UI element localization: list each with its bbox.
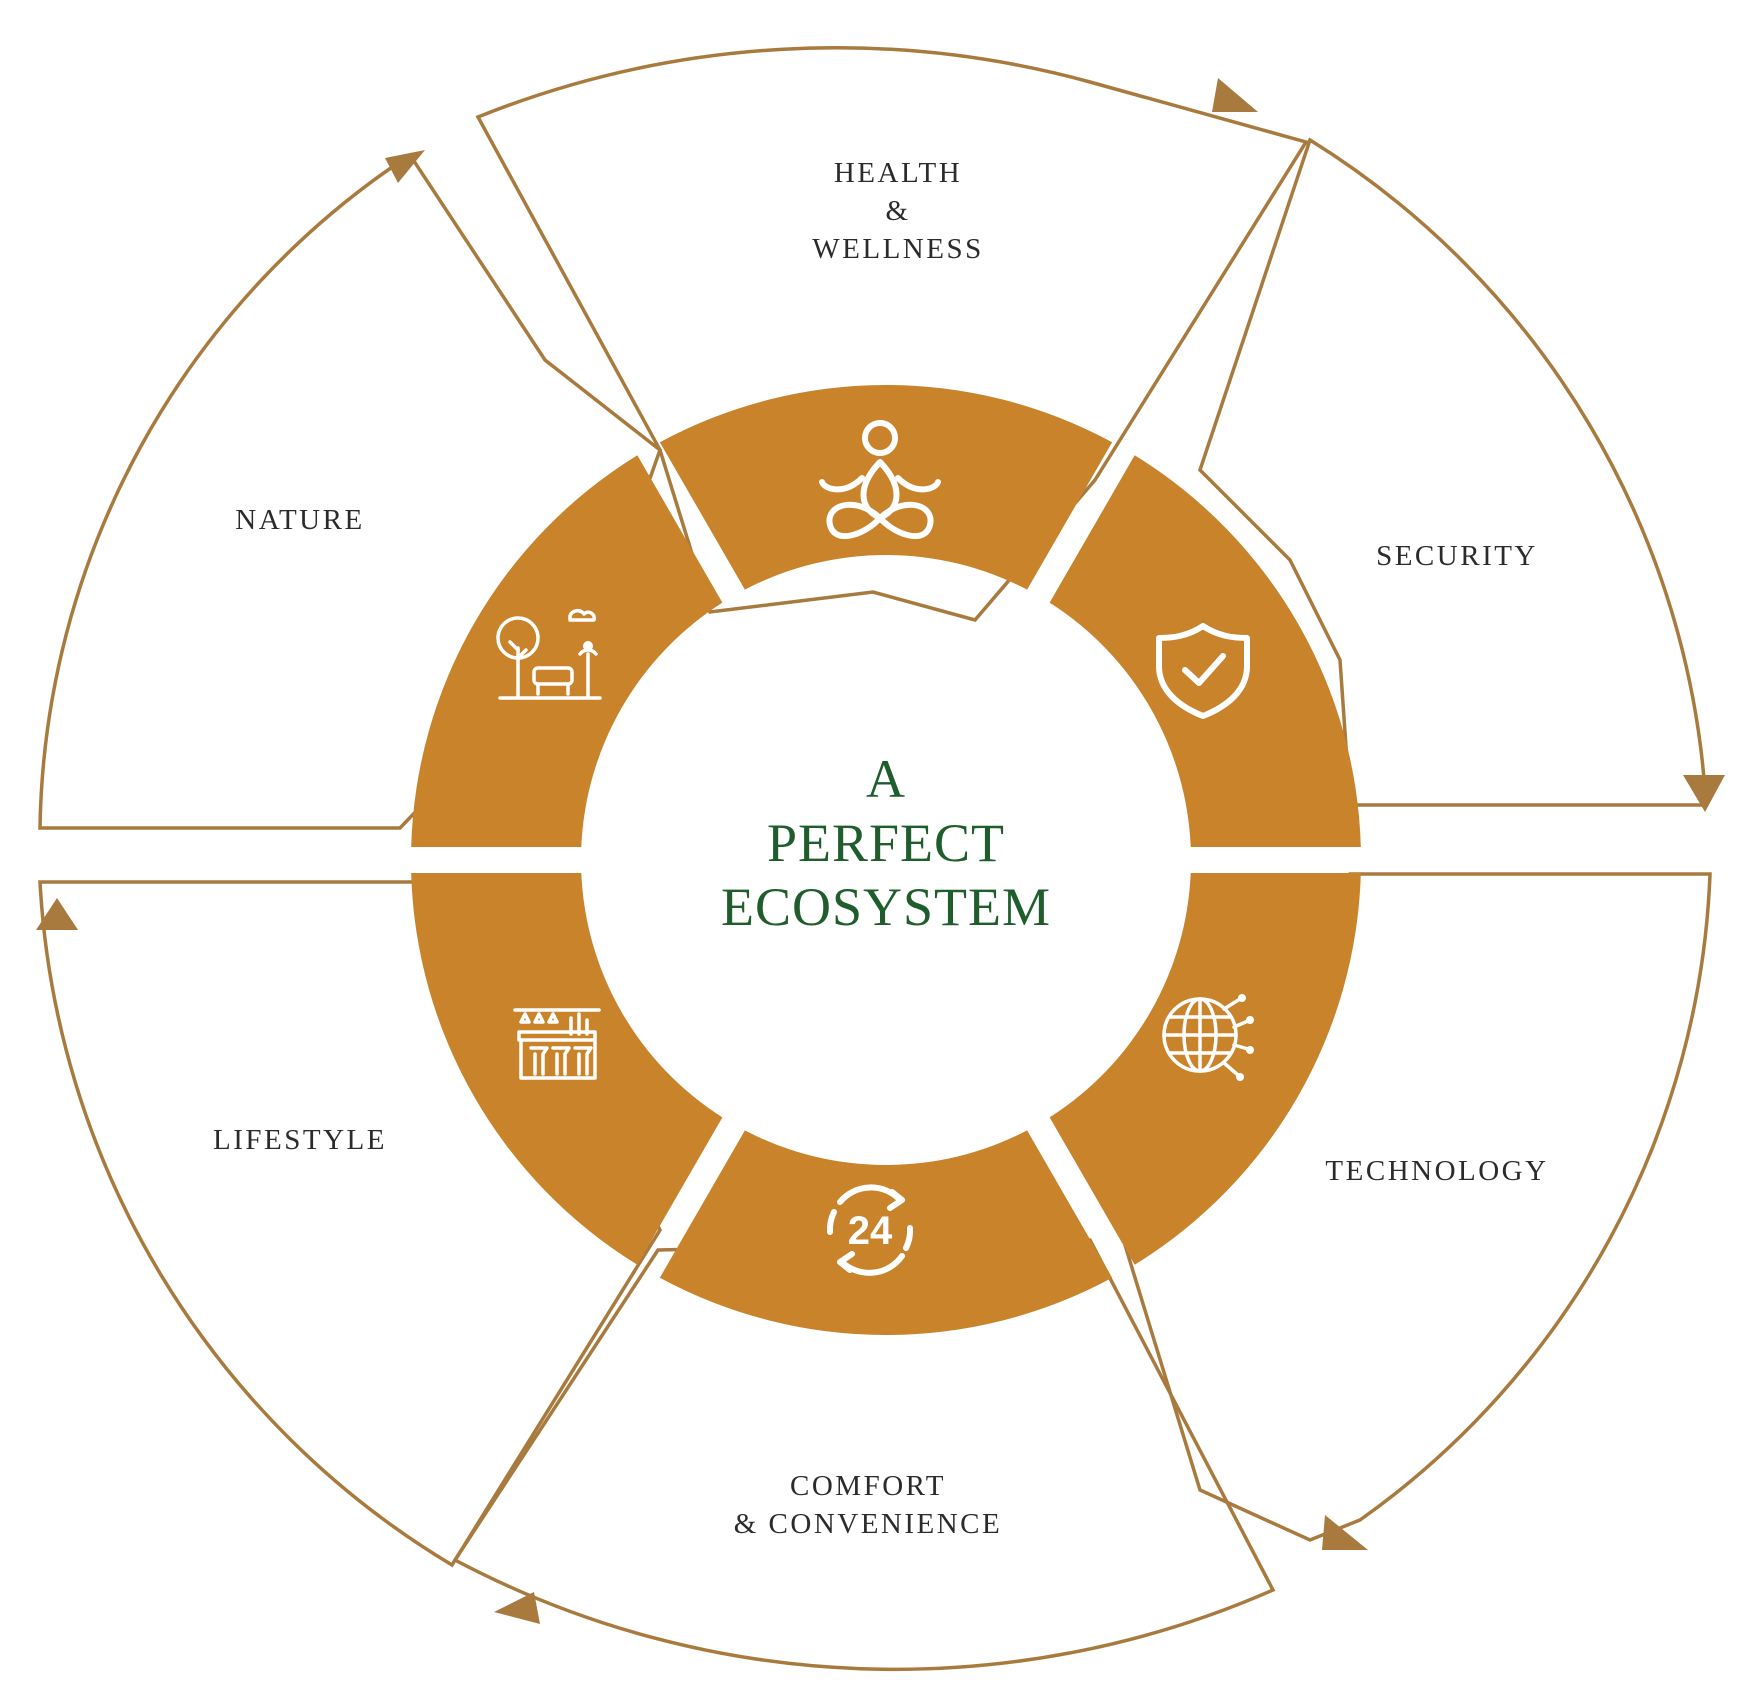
sector-technology <box>1122 872 1712 1542</box>
ring-segment-comfort <box>659 1130 1113 1335</box>
center-title: A PERFECT ECOSYSTEM <box>721 749 1051 937</box>
bar-counter-icon <box>513 1008 601 1080</box>
outer-sectors <box>38 46 1712 1672</box>
label-nature: NATURE <box>235 504 364 536</box>
ring-icons: 24 <box>496 420 1254 1276</box>
label-health: HEALTH & WELLNESS <box>812 157 983 265</box>
label-line: & <box>885 195 910 227</box>
meditation-icon <box>819 420 941 539</box>
svg-text:24: 24 <box>848 1209 893 1253</box>
park-bench-icon <box>496 609 602 700</box>
label-line: HEALTH <box>834 157 962 189</box>
label-security: SECURITY <box>1376 540 1538 572</box>
arrow-head <box>1322 1515 1368 1550</box>
center-title-line: ECOSYSTEM <box>721 877 1051 937</box>
cycle-arrows <box>36 78 1725 1624</box>
ring-segment-lifestyle <box>411 872 723 1265</box>
label-line: COMFORT <box>790 1470 946 1502</box>
ring-segment-security <box>1049 455 1361 848</box>
sector-comfort <box>452 1238 1276 1672</box>
center-title-line: A <box>866 749 906 809</box>
arrow-head <box>494 1592 540 1624</box>
label-lifestyle: LIFESTYLE <box>213 1124 387 1156</box>
segment-labels: HEALTH & WELLNESS SECURITY TECHNOLOGY CO… <box>213 157 1548 1540</box>
label-line: WELLNESS <box>812 233 983 265</box>
label-technology: TECHNOLOGY <box>1325 1155 1548 1187</box>
shield-check-icon <box>1156 623 1250 719</box>
sector-health <box>475 46 1309 622</box>
label-line: & CONVENIENCE <box>734 1508 1003 1540</box>
label-comfort: COMFORT & CONVENIENCE <box>734 1470 1003 1540</box>
sector-lifestyle <box>38 880 663 1568</box>
24-hours-icon: 24 <box>826 1184 914 1276</box>
globe-network-icon <box>1162 994 1254 1081</box>
arrow-head <box>385 150 425 183</box>
arrow-head <box>1683 775 1725 812</box>
arrow-head <box>36 898 78 930</box>
ring-segment-nature <box>411 455 723 848</box>
ring-segment-health <box>659 385 1113 590</box>
inner-ring <box>411 385 1361 1335</box>
center-title-line: PERFECT <box>767 813 1005 873</box>
arrow-head <box>1212 78 1258 112</box>
